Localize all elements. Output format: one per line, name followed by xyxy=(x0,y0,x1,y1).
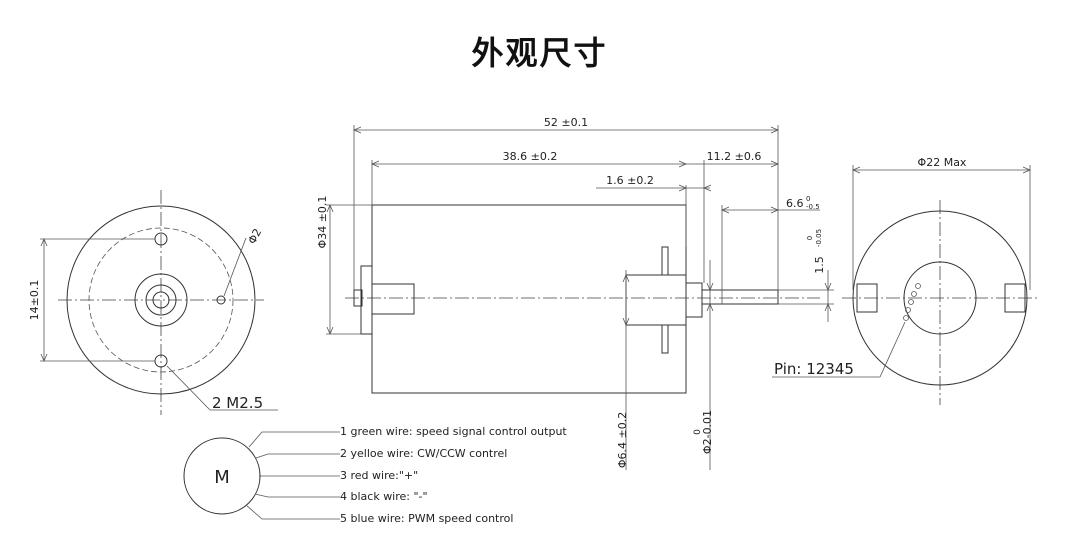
flat-tol-lower: -0.5 xyxy=(806,203,820,211)
flat-width-tol-lower: -0.05 xyxy=(815,229,823,247)
motor-symbol-label: M xyxy=(214,467,230,488)
side-view: 52 ±0.1 38.6 ±0.2 11.2 ±0.6 1.6 ±0.2 6.6… xyxy=(316,116,834,470)
boss-length-dim: 1.6 ±0.2 xyxy=(606,174,654,187)
page-title: 外观尺寸 xyxy=(471,34,608,72)
hole-dimension: Φ2 xyxy=(245,226,264,246)
flat-width-tol-upper: 0 xyxy=(806,236,814,240)
wire-2-label: 2 yelloe wire: CW/CCW contrel xyxy=(340,447,507,460)
boss-diameter-dim: Φ6.4 ±0.2 xyxy=(616,412,629,468)
shaft-diameter-tol: 0 xyxy=(693,429,703,435)
wire-1-label: 1 green wire: speed signal control outpu… xyxy=(340,425,567,438)
wiring-diagram: M 1 green wire: speed signal control out… xyxy=(183,425,567,525)
pin-label: Pin: 12345 xyxy=(774,360,854,378)
rear-view: Φ22 Max Pin: 12345 xyxy=(772,156,1040,405)
wire-3-label: 3 red wire:"+" xyxy=(340,469,418,482)
wire-4-label: 4 black wire: "-" xyxy=(340,490,428,503)
shaft-length-dim: 11.2 ±0.6 xyxy=(707,150,762,163)
body-length-dim: 38.6 ±0.2 xyxy=(503,150,558,163)
flat-width-dim: 1.5 xyxy=(813,256,826,274)
max-diameter-dim: Φ22 Max xyxy=(918,156,967,169)
front-view: 14±0.1 Φ2 2 M2.5 xyxy=(28,190,278,415)
wire-5-label: 5 blue wire: PWM speed control xyxy=(340,512,513,525)
screw-label: 2 M2.5 xyxy=(212,394,263,412)
shaft-diameter-dim: Φ2-0.01 xyxy=(701,410,714,454)
overall-length-dim: 52 ±0.1 xyxy=(544,116,588,129)
height-dimension: 14±0.1 xyxy=(28,280,41,321)
body-diameter-dim: Φ34 ±0.1 xyxy=(316,196,329,249)
flat-tol-upper: 0 xyxy=(806,195,810,203)
flat-length-dim: 6.6 xyxy=(786,197,804,210)
